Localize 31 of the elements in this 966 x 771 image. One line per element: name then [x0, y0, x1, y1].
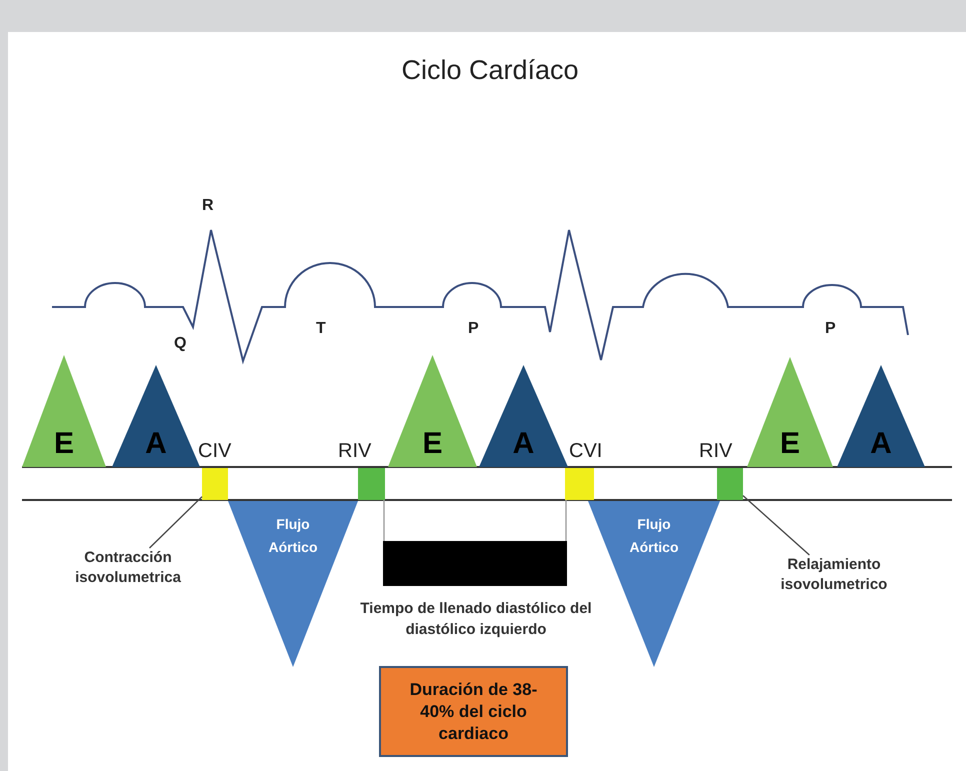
phase-label: CIV	[198, 440, 232, 463]
caption-text: Tiempo de llenado diastólico del diastólico izquierdo	[359, 599, 593, 640]
phase-label: CVI	[569, 440, 602, 463]
phase-marker	[358, 468, 385, 500]
wave-letter: E	[421, 427, 444, 461]
wave-letter: A	[869, 427, 893, 461]
flow-label: Flujo Aórtico	[628, 515, 680, 557]
wave-label: P	[825, 320, 836, 338]
filling-time-bar	[383, 541, 567, 586]
guide-line	[383, 500, 385, 541]
phase-label: RIV	[338, 440, 372, 463]
wave-label: P	[468, 320, 479, 338]
leader-line	[149, 496, 202, 548]
wave-label: Q	[174, 335, 186, 353]
phase-marker	[202, 468, 228, 500]
leader-line	[742, 495, 810, 556]
flow-label: Flujo Aórtico	[268, 515, 318, 557]
wave-letter: A	[144, 427, 168, 461]
phase-marker	[565, 468, 594, 500]
wave-label: R	[202, 197, 214, 215]
wave-letter: A	[512, 427, 536, 461]
phase-label: RIV	[699, 440, 732, 463]
phase-marker	[717, 468, 743, 500]
annotation-text: Relajamiento isovolumetrico	[768, 555, 900, 599]
wave-letter: E	[52, 427, 75, 461]
wave-label: T	[316, 320, 326, 338]
guide-line	[565, 500, 567, 541]
duration-box: Duración de 38-40% del ciclo cardiaco	[379, 666, 568, 757]
wave-letter: E	[778, 427, 801, 461]
annotation-text: Contracción isovolumetrica	[62, 548, 194, 590]
diagram-title: Ciclo Cardíaco	[400, 55, 580, 86]
